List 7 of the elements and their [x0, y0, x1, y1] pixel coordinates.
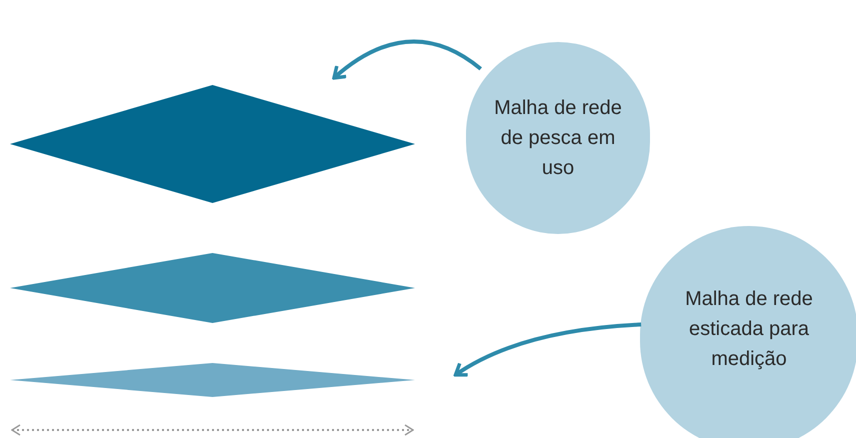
mesh-diamond [10, 363, 415, 397]
curved-arrow [332, 40, 482, 80]
curved-arrow [454, 322, 642, 378]
circle-label: Malha de rede de pesca em uso [493, 96, 623, 181]
mesh-diamond [10, 85, 415, 203]
circle-label: Malha de rede esticada para medição [684, 287, 814, 372]
mesh-diamond [10, 253, 415, 323]
